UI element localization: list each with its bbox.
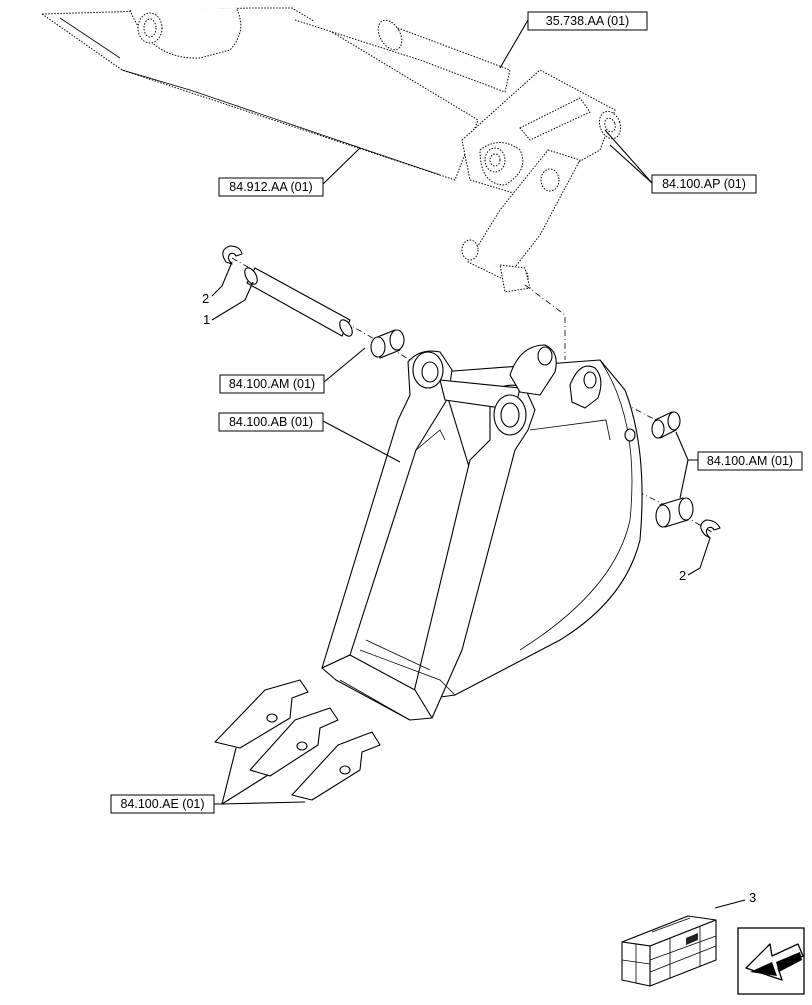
leader-35738 [499, 19, 529, 69]
callout-84100ap[interactable]: 84.100.AP (01) [651, 174, 757, 194]
navigate-back-arrow-icon[interactable] [737, 927, 805, 995]
callout-84912[interactable]: 84.912.AA (01) [218, 177, 324, 197]
leader-item3 [714, 899, 746, 909]
item-number-clip-right: 2 [679, 568, 686, 583]
callout-84100am-right-label: 84.100.AM (01) [707, 454, 793, 468]
leader-84100ab [322, 420, 401, 463]
callout-84100ap-label: 84.100.AP (01) [662, 177, 746, 191]
item-number-pin: 1 [203, 312, 210, 327]
callout-84100ab[interactable]: 84.100.AB (01) [218, 412, 324, 432]
retaining-clip-left [222, 245, 243, 265]
leader-84100ap-a [609, 144, 653, 184]
callout-35738[interactable]: 35.738.AA (01) [527, 11, 648, 31]
leader-84100ap-b [604, 129, 653, 184]
bushing-left [370, 329, 405, 359]
callout-84100am-left-label: 84.100.AM (01) [229, 377, 315, 391]
bucket-pin [244, 267, 353, 337]
bushing-right-lower [655, 497, 694, 528]
leader-item2-left [211, 261, 233, 297]
bucket [321, 344, 643, 721]
callout-84912-label: 84.912.AA (01) [229, 180, 312, 194]
leader-item1 [211, 281, 254, 321]
callout-84100am-right[interactable]: 84.100.AM (01) [697, 451, 803, 471]
dipper-arm [40, 7, 511, 181]
callout-84100ab-label: 84.100.AB (01) [229, 415, 313, 429]
callout-84100ae-label: 84.100.AE (01) [120, 797, 204, 811]
item-number-crate: 3 [749, 890, 756, 905]
pin-axis-link [524, 284, 566, 360]
callout-35738-label: 35.738.AA (01) [546, 14, 629, 28]
leader-84100ae-b [221, 774, 269, 805]
callout-84100am-left[interactable]: 84.100.AM (01) [219, 374, 325, 394]
bucket-linkage [461, 69, 622, 293]
leader-84100am-left [323, 347, 366, 383]
item-number-clip-left: 2 [202, 291, 209, 306]
leader-84100am-right-b [679, 459, 689, 499]
bushing-right-upper [651, 411, 681, 439]
bucket-teeth [214, 679, 411, 801]
leader-84100ae-a [214, 747, 237, 805]
leader-item2-right [687, 537, 711, 576]
leader-84100am-right-a [675, 431, 698, 461]
callout-84100ae[interactable]: 84.100.AE (01) [110, 794, 215, 814]
leader-84100ae-c [221, 801, 306, 805]
retaining-clip-right [700, 519, 721, 539]
shipping-crate-icon [621, 915, 717, 987]
leader-84912 [321, 147, 361, 186]
